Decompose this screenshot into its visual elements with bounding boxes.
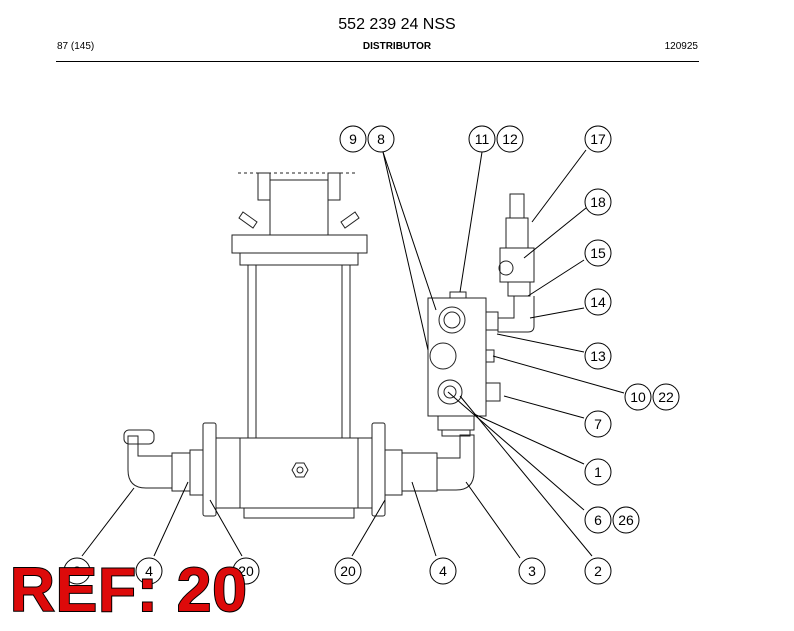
- leader-11: [459, 151, 483, 293]
- callout-9: [339, 125, 367, 153]
- leader-18: [523, 207, 587, 259]
- document-code: 120925: [664, 41, 698, 52]
- callout-3-right: [518, 557, 546, 585]
- leader-8-a: [382, 151, 437, 311]
- page-number: 87 (145): [57, 41, 95, 52]
- callout-4-right: [429, 557, 457, 585]
- callout-1: [584, 458, 612, 486]
- document-title: 552 239 24 NSS: [338, 16, 456, 33]
- leader-20-right: [351, 499, 386, 557]
- callout-17: [584, 125, 612, 153]
- callout-label: 13: [590, 348, 606, 364]
- callout-label: 3: [73, 563, 81, 579]
- callout-label: 10: [630, 389, 646, 405]
- section-title: DISTRIBUTOR: [362, 41, 432, 52]
- reference-label: REF: 20: [9, 556, 248, 625]
- callout-label: 14: [590, 294, 606, 310]
- callout-20-left: [232, 557, 260, 585]
- callout-label: 11: [475, 131, 490, 147]
- leader-17: [531, 149, 587, 223]
- callout-4-left: [135, 557, 163, 585]
- callout-15: [584, 239, 612, 267]
- callout-label: 15: [590, 245, 606, 261]
- callout-label: 22: [658, 389, 674, 405]
- callout-label: 1: [594, 464, 602, 480]
- callout-label: 4: [439, 563, 447, 579]
- callout-13: [584, 342, 612, 370]
- callout-label: 12: [502, 131, 518, 147]
- leader-3-left: [81, 487, 135, 557]
- callout-2: [584, 557, 612, 585]
- header-rule: [56, 61, 699, 62]
- callout-3-left: [63, 557, 91, 585]
- callout-10: [624, 383, 652, 411]
- callout-label: 8: [377, 131, 385, 147]
- leader-6: [447, 391, 585, 511]
- callout-label: 7: [594, 416, 602, 432]
- leader-10: [492, 355, 625, 394]
- callout-label: 17: [590, 131, 606, 147]
- leader-4-left: [153, 481, 189, 557]
- callout-label: 26: [618, 512, 634, 528]
- callout-20-right: [334, 557, 362, 585]
- leader-7: [503, 395, 585, 419]
- callout-label: 18: [590, 194, 606, 210]
- callout-6: [584, 506, 612, 534]
- leader-15: [527, 259, 585, 297]
- callout-label: 9: [349, 131, 357, 147]
- callout-18: [584, 188, 612, 216]
- callout-11: [468, 125, 496, 153]
- callout-12: [496, 125, 524, 153]
- leader-1: [473, 413, 585, 465]
- callout-label: 4: [145, 563, 153, 579]
- callout-label: 20: [238, 563, 254, 579]
- callout-22: [652, 383, 680, 411]
- callout-label: 20: [340, 563, 356, 579]
- callout-14: [584, 288, 612, 316]
- callout-26: [612, 506, 640, 534]
- leader-14: [529, 307, 585, 319]
- callout-8: [367, 125, 395, 153]
- callout-label: 2: [594, 563, 602, 579]
- leader-2: [459, 395, 593, 557]
- leader-13: [496, 333, 585, 353]
- callout-label: 6: [594, 512, 602, 528]
- leader-20-left: [209, 499, 243, 557]
- leader-4-right: [411, 481, 437, 557]
- callout-7: [584, 410, 612, 438]
- leader-3-right: [465, 481, 521, 559]
- leader-8-b: [382, 151, 429, 351]
- callout-label: 3: [528, 563, 536, 579]
